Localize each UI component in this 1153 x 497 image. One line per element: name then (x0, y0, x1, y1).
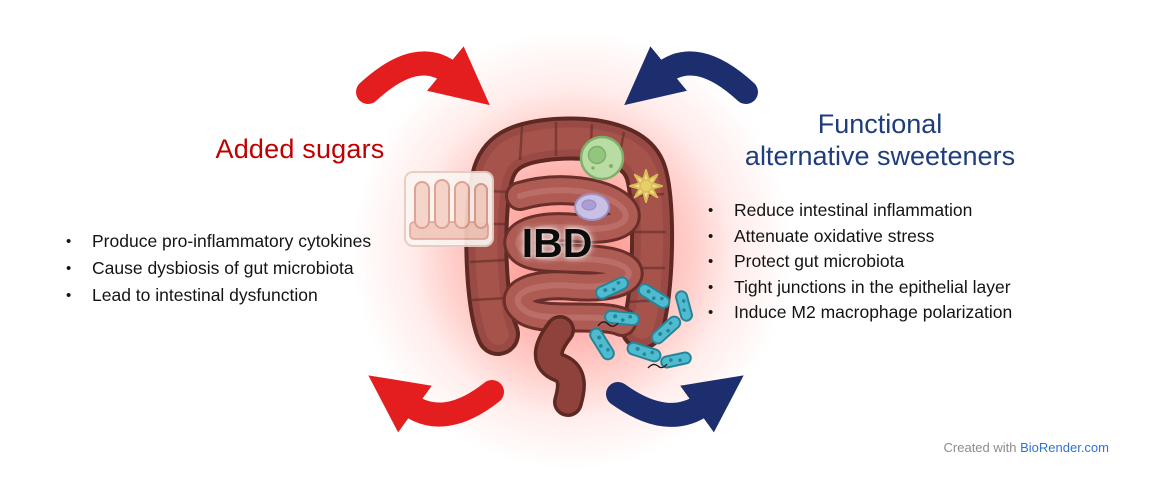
list-item: Attenuate oxidative stress (700, 224, 1140, 250)
teal-rod-bacteria-icon (589, 327, 615, 361)
bacteria-icons (589, 276, 693, 369)
biorender-link[interactable]: BioRender.com (1020, 440, 1109, 455)
blue-arrow-bottom-right (606, 375, 744, 433)
blue-arrow-top-right (624, 46, 758, 106)
functional-sweeteners-heading: Functional alternative sweeteners (660, 108, 1100, 172)
purple-immune-cell-icon (574, 193, 610, 221)
heading-line-2: alternative sweeteners (744, 141, 1016, 171)
list-item: Protect gut microbiota (700, 249, 1140, 275)
teal-rod-bacteria-icon (604, 309, 640, 327)
flagella-squiggle (597, 321, 619, 327)
list-item: Cause dysbiosis of gut microbiota (58, 255, 478, 282)
red-arrow-top-left (356, 46, 490, 106)
red-arrow-bottom-left (368, 375, 504, 433)
biorender-credit: Created with BioRender.com (944, 440, 1109, 455)
list-item: Induce M2 macrophage polarization (700, 300, 1140, 326)
flagella-squiggle (647, 363, 668, 369)
sweeteners-bullet-list: Reduce intestinal inflammation Attenuate… (700, 198, 1140, 326)
teal-rod-bacteria-icon (626, 341, 662, 363)
green-immune-cell-icon (579, 135, 625, 181)
credit-prefix: Created with (943, 440, 1021, 455)
list-item: Tight junctions in the epithelial layer (700, 275, 1140, 301)
list-item: Lead to intestinal dysfunction (58, 282, 478, 309)
immune-cell-icons (574, 135, 663, 221)
small-intestine-illustration (502, 175, 644, 337)
added-sugars-heading: Added sugars (215, 134, 385, 164)
yellow-dendritic-cell-icon (629, 169, 663, 203)
rectum-illustration (533, 315, 586, 417)
heading-line-1: Functional (817, 109, 943, 139)
teal-rod-bacteria-icon (660, 351, 692, 369)
ibd-label: IBD (521, 220, 593, 266)
teal-rod-bacteria-icon (595, 276, 629, 300)
teal-rod-bacteria-icon (650, 315, 682, 345)
teal-rod-bacteria-icon (637, 283, 671, 309)
list-item: Produce pro-inflammatory cytokines (58, 228, 478, 255)
added-sugars-bullet-list: Produce pro-inflammatory cytokines Cause… (58, 228, 478, 309)
teal-rod-bacteria-icon (675, 290, 693, 322)
list-item: Reduce intestinal inflammation (700, 198, 1140, 224)
